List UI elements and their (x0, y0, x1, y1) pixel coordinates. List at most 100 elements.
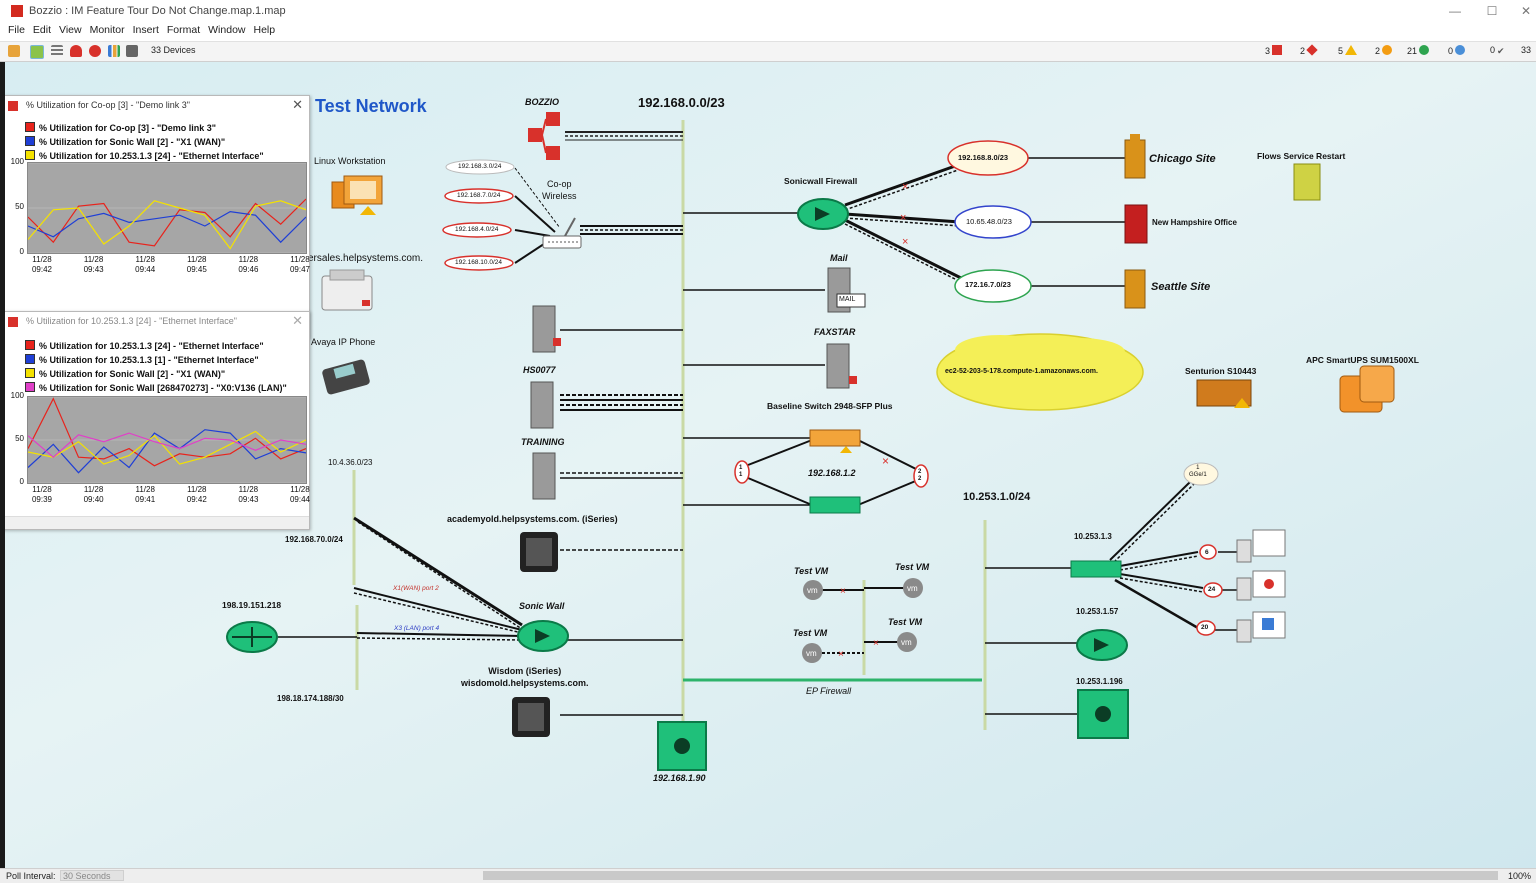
mail-server-icon[interactable] (827, 267, 866, 313)
vm-icon-2[interactable] (903, 578, 923, 598)
ring-left-label: 1 1 (739, 465, 743, 478)
senturion-icon[interactable] (1196, 379, 1252, 408)
total-count[interactable]: 33 (1521, 45, 1532, 55)
zoom-level[interactable]: 100% (1507, 871, 1531, 881)
menu-format[interactable]: Format (166, 24, 201, 36)
chicago-building-icon[interactable] (1124, 134, 1146, 179)
maximize-button[interactable]: ☐ (1486, 4, 1498, 18)
close-icon[interactable]: ✕ (292, 313, 303, 328)
menu-edit[interactable]: Edit (32, 24, 52, 36)
error-count[interactable]: 2 (1300, 44, 1318, 56)
legend-item: % Utilization for 10.253.1.3 [1] - "Ethe… (25, 354, 259, 365)
workstation-windows-icon[interactable] (1236, 611, 1286, 643)
menu-window[interactable]: Window (208, 24, 246, 36)
acknowledged-count[interactable]: 0✔ (1490, 45, 1505, 56)
critical-count[interactable]: 3 (1265, 45, 1283, 56)
minor-count[interactable]: 2 (1375, 45, 1393, 56)
linux-workstation-icon[interactable] (331, 175, 383, 215)
unknown-count[interactable]: 0 (1448, 45, 1466, 56)
chart-panel-header[interactable]: % Utilization for Co-op [3] - "Demo link… (5, 96, 309, 116)
hs0077-label: HS0077 (523, 365, 556, 375)
vm-icon-3[interactable] (802, 643, 822, 663)
y-tick-label: 50 (15, 434, 24, 443)
y-tick-label: 100 (10, 391, 24, 400)
port-6-icon (1199, 544, 1217, 560)
core-switch-icon[interactable] (657, 721, 707, 771)
chart-panel-title: % Utilization for Co-op [3] - "Demo link… (26, 100, 190, 110)
linux-ws-label: Linux Workstation (314, 156, 386, 166)
switch-102531196-icon[interactable] (1077, 689, 1129, 739)
bozzio-links (565, 131, 683, 141)
svg-text:×: × (902, 181, 908, 193)
device-count[interactable]: 33 Devices (151, 45, 196, 55)
map-canvas[interactable]: × × × × × × × (5, 62, 1536, 868)
training-server-icon[interactable] (532, 452, 556, 500)
ok-count[interactable]: 21 (1407, 45, 1430, 56)
edit-tool-icon[interactable] (8, 45, 20, 57)
grid-icon[interactable] (126, 45, 138, 57)
title-bar: Bozzio : IM Feature Tour Do Not Change.m… (0, 0, 1536, 22)
wireless-access-point-icon[interactable] (542, 217, 582, 249)
pointer-tool-icon[interactable] (30, 45, 44, 59)
access-switch-icon[interactable] (1070, 560, 1122, 578)
warning-count[interactable]: 5 (1338, 45, 1358, 56)
poll-interval-select[interactable]: 30 Seconds (60, 870, 124, 881)
port-ge-icon (1183, 462, 1219, 486)
chart-panel-ethernet[interactable]: % Utilization for 10.253.1.3 [24] - "Eth… (5, 311, 310, 530)
svg-text:×: × (840, 586, 846, 597)
flows-label: Flows Service Restart (1257, 151, 1346, 161)
legend-item: % Utilization for Sonic Wall [2] - "X1 (… (25, 368, 225, 379)
wisdom-iseries-icon[interactable] (512, 697, 550, 737)
nh-building-icon[interactable] (1124, 204, 1148, 244)
printer-icon[interactable] (321, 269, 373, 311)
router-198-icon[interactable] (226, 621, 278, 653)
bell-icon[interactable] (70, 45, 82, 57)
workstation-linux-icon[interactable] (1236, 529, 1286, 563)
training-label: TRAINING (521, 437, 565, 447)
iseries-icon[interactable] (520, 532, 558, 572)
toolbar: 33 Devices 3 2 5 2 21 0 0✔ 33 (0, 41, 1536, 62)
svg-text:×: × (900, 212, 906, 224)
legend-item: % Utilization for Co-op [3] - "Demo link… (25, 122, 216, 133)
svg-text:×: × (873, 638, 879, 649)
ring-switch-icon[interactable] (809, 496, 861, 514)
ip-phone-icon[interactable] (321, 359, 370, 396)
chart-panel-header[interactable]: % Utilization for 10.253.1.3 [24] - "Eth… (5, 312, 309, 332)
close-button[interactable]: ✕ (1520, 4, 1532, 18)
svg-text:×: × (902, 236, 908, 248)
hs0077-server-icon[interactable] (530, 381, 554, 429)
vm-icon-1[interactable] (803, 580, 823, 600)
sonic-wall-icon[interactable] (517, 620, 569, 652)
y-tick-label: 50 (15, 202, 24, 211)
minimize-button[interactable]: — (1449, 4, 1461, 18)
menu-view[interactable]: View (59, 24, 82, 36)
server-icon[interactable] (532, 305, 561, 353)
ip-198-label: 198.19.151.218 (222, 600, 282, 610)
close-icon[interactable]: ✕ (292, 97, 303, 112)
menu-monitor[interactable]: Monitor (89, 24, 125, 36)
workstation-2-icon[interactable] (1236, 570, 1286, 601)
vm-icon-4[interactable] (897, 632, 917, 652)
sonicwall-firewall-icon[interactable] (797, 198, 849, 230)
ups-icon[interactable] (1339, 365, 1395, 413)
menu-help[interactable]: Help (253, 24, 276, 36)
testvm-label-2: Test VM (895, 562, 930, 572)
switch-ring: × (747, 439, 919, 506)
baseline-switch-icon[interactable] (809, 429, 861, 453)
router-10253157-icon[interactable] (1076, 629, 1128, 661)
flows-server-icon[interactable] (1293, 163, 1321, 201)
bar-chart-icon[interactable] (108, 45, 120, 57)
menu-insert[interactable]: Insert (132, 24, 159, 36)
chart-panel-coop[interactable]: % Utilization for Co-op [3] - "Demo link… (5, 95, 310, 339)
bozzio-router-icon[interactable] (528, 112, 560, 160)
scrollbar-thumb[interactable] (483, 871, 1498, 880)
faxstar-server-icon[interactable] (826, 343, 857, 389)
horizontal-scrollbar[interactable] (128, 870, 1502, 881)
list-icon[interactable] (51, 45, 63, 57)
alarm-icon[interactable] (89, 45, 101, 57)
subnet-main-label: 192.168.0.0/23 (638, 95, 725, 110)
menu-file[interactable]: File (8, 24, 25, 36)
seattle-building-icon[interactable] (1124, 269, 1146, 309)
